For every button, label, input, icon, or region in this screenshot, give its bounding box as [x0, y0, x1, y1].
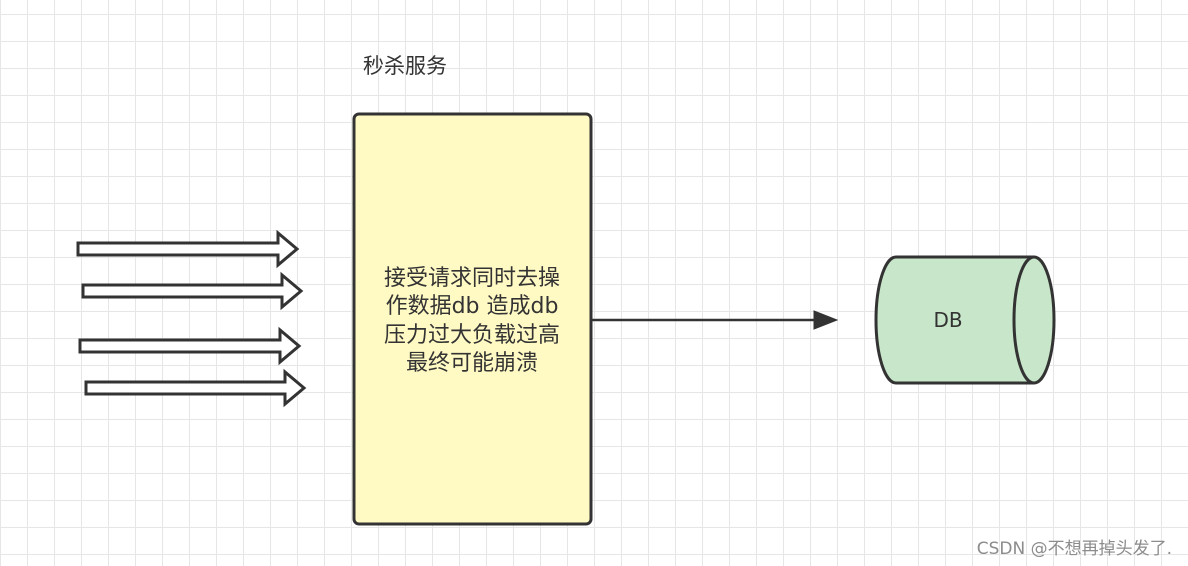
incoming-request-arrow [78, 326, 302, 366]
incoming-request-arrow [84, 368, 307, 408]
service-description-line: 最终可能崩溃 [406, 351, 538, 376]
database-label: DB [933, 308, 962, 332]
incoming-request-arrow [81, 271, 304, 311]
service-description-line: 作数据db 造成db [386, 294, 559, 319]
database-cylinder [874, 255, 1056, 385]
seckill-service-box [352, 112, 593, 526]
cylinder-body [874, 255, 1056, 385]
watermark: CSDN @不想再掉头发了. [977, 539, 1172, 559]
service-description-line: 压力过大负载过高 [384, 323, 560, 348]
db-connection-arrow [592, 310, 839, 330]
cylinder-face-edge [1012, 255, 1035, 385]
incoming-request-arrow [76, 229, 300, 269]
service-description-line: 接受请求同时去操 [384, 266, 560, 291]
service-title: 秒杀服务 [363, 54, 447, 78]
arrowhead-icon [813, 310, 839, 330]
